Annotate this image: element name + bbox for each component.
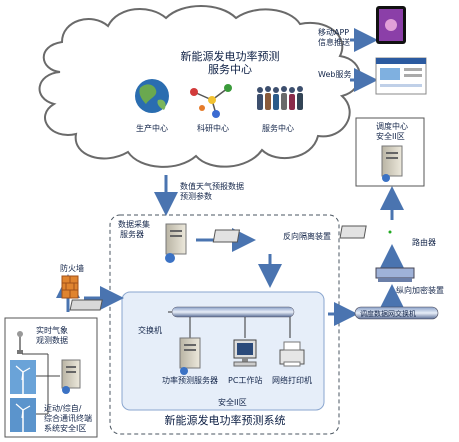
router-icon: [339, 225, 392, 239]
weather-obs-label-line2: 观测数据: [36, 336, 68, 345]
cloud-title-line2: 服务中心: [208, 63, 252, 76]
weather-obs-label-line1: 实时气象: [36, 326, 68, 335]
push-info-label: 信息推送: [318, 38, 350, 47]
service-center-label: 服务中心: [262, 124, 294, 133]
encryption-label: 纵向加密装置: [396, 286, 444, 295]
terminal-label-line1: 近动/综自/: [44, 404, 82, 413]
globe-icon: [135, 79, 169, 113]
collector-server-icon: [165, 223, 187, 263]
data-network-switch-label: 调度数据网交换机: [360, 310, 416, 318]
research-center-label: 科研中心: [197, 124, 229, 133]
weather-sensor-icon: [17, 331, 23, 354]
weather-data-label: 数值天气预报数据: [180, 182, 244, 191]
production-center-label: 生产中心: [136, 124, 168, 133]
tablet-icon: [376, 6, 406, 44]
security-zone-box: [121, 291, 325, 411]
cloud-title-line1: 新能源发电功率预测: [180, 50, 280, 63]
firewall-icon: [61, 275, 79, 299]
cloud-shape: [38, 5, 361, 168]
molecule-icon: [190, 84, 232, 118]
terminal-label-line2: 综合通讯终端: [44, 414, 92, 423]
collector-label-line2: 服务器: [120, 230, 144, 239]
prediction-server-icon: [179, 337, 201, 375]
pc-icon: [233, 339, 257, 367]
security-zone-label: 安全II区: [218, 398, 247, 407]
encryption-device-icon: [375, 267, 415, 282]
forecast-params-label: 预测参数: [180, 192, 212, 201]
terminal-server-icon: [61, 359, 81, 394]
web-service-label: Web服务: [318, 70, 352, 79]
web-page-icon: [375, 57, 427, 95]
network-bus: [171, 306, 295, 318]
dispatch-server-icon: [381, 145, 403, 182]
pc-workstation-label: PC工作站: [228, 376, 263, 385]
terminal-label-line3: 系统安全I区: [44, 424, 87, 433]
printer-icon: [279, 341, 305, 367]
dispatch-network-pipe: [354, 306, 439, 320]
people-icon: [257, 86, 303, 110]
router-label: 路由器: [412, 238, 436, 247]
mobile-app-label: 移动APP: [318, 28, 350, 37]
dispatch-center-label-line1: 调度中心: [376, 122, 408, 131]
dispatch-center-label-line2: 安全II区: [376, 132, 405, 141]
reverse-isolation-label: 反向隔离装置: [283, 232, 331, 241]
system-title: 新能源发电功率预测系统: [164, 414, 286, 427]
switch-label: 交换机: [138, 326, 162, 335]
collector-label-line1: 数据采集: [118, 220, 150, 229]
switch-icon: [69, 299, 103, 311]
prediction-server-label: 功率预测服务器: [162, 376, 218, 385]
wind-turbine-image: [10, 360, 36, 432]
network-printer-label: 网络打印机: [272, 376, 312, 385]
isolation-device-icon: [212, 229, 241, 243]
firewall-label: 防火墙: [60, 264, 84, 273]
